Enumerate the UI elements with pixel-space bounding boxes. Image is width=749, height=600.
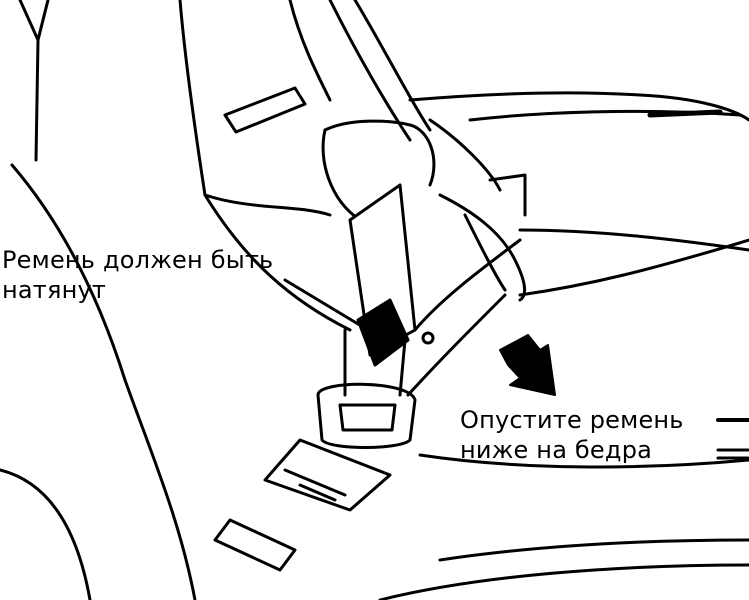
arrow-down-right-icon — [499, 334, 556, 396]
callout-belt-tight: Ремень должен быть натянут — [2, 245, 273, 305]
driver-sleeve — [178, 0, 352, 332]
seat-cushion — [378, 228, 749, 600]
scale-marks — [716, 418, 749, 460]
callout-lower-belt: Опустите ремень ниже на бедра — [460, 405, 684, 465]
callout-belt-tight-line2: натянут — [2, 276, 107, 304]
lap-belt — [406, 238, 522, 397]
steering-wheel — [328, 0, 749, 142]
hand — [321, 118, 527, 302]
buckle — [213, 382, 417, 572]
seat-back-left — [0, 0, 197, 600]
shoulder-belt — [343, 183, 417, 397]
callout-leader — [283, 278, 370, 332]
callout-belt-tight-line1: Ремень должен быть — [2, 246, 274, 274]
callout-lower-belt-line1: Опустите ремень — [460, 406, 684, 434]
callout-lower-belt-line2: ниже на бедра — [460, 436, 653, 464]
